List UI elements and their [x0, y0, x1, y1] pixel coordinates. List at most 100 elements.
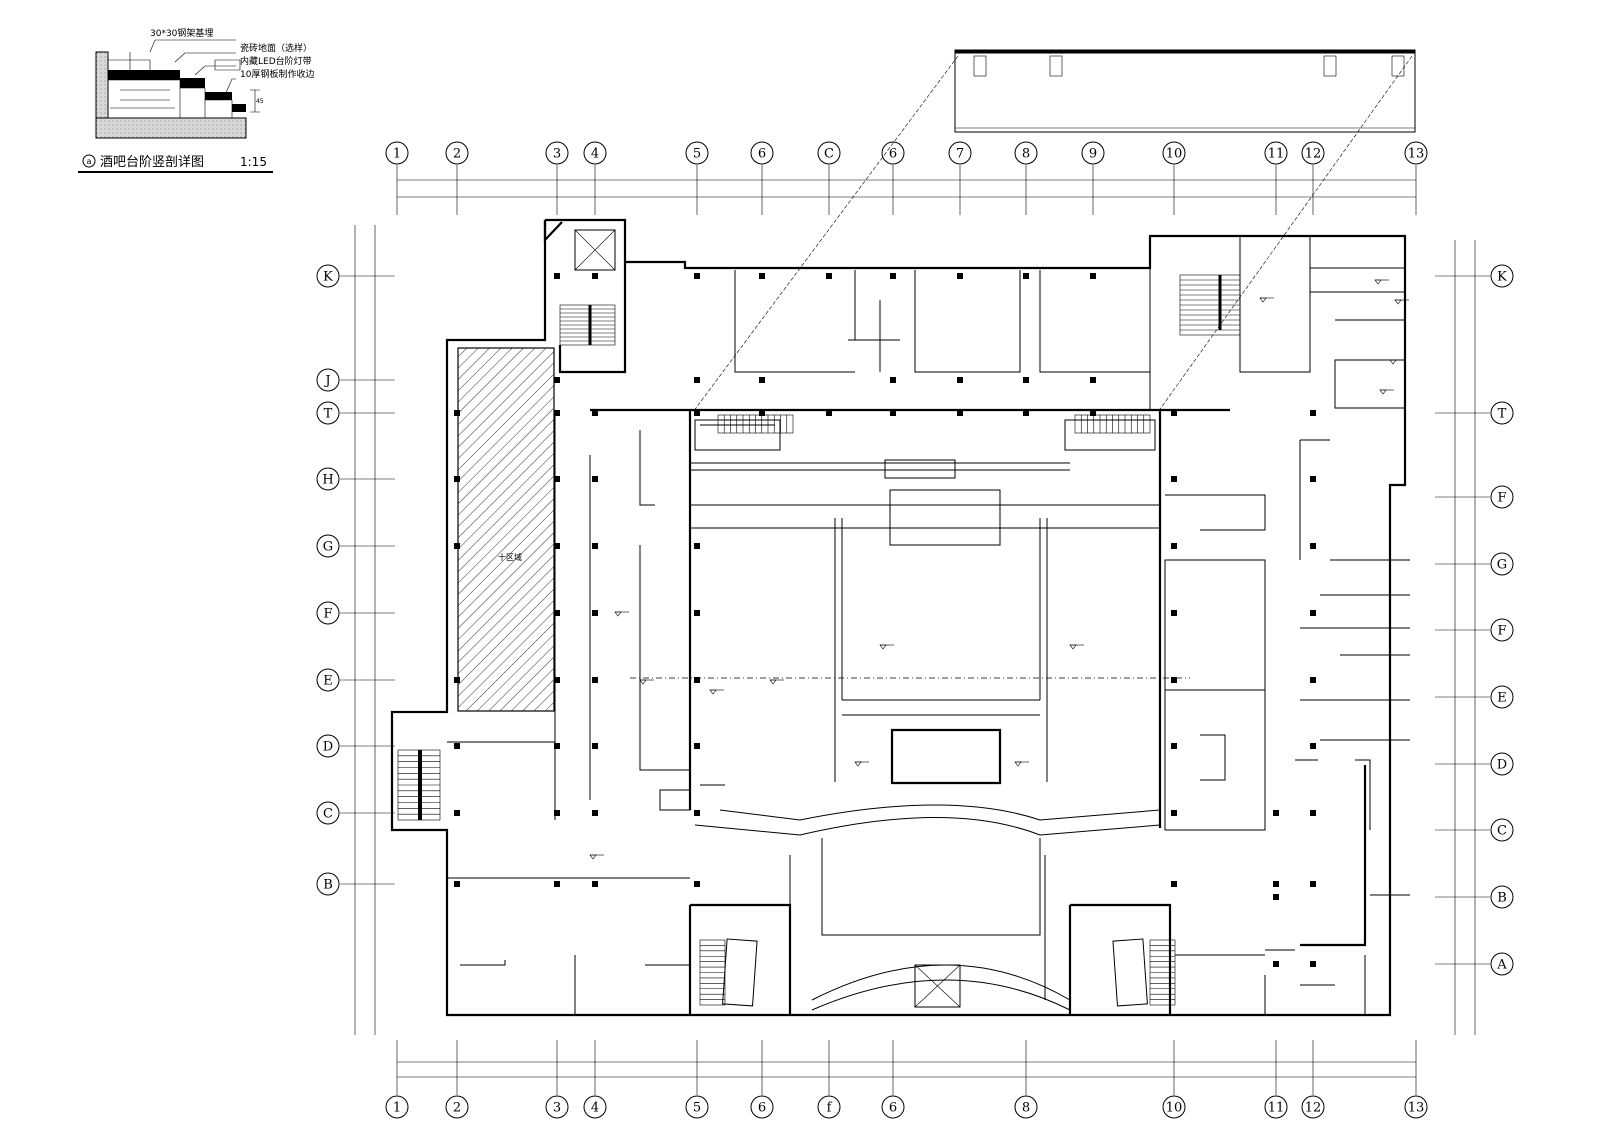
column: [759, 377, 765, 383]
level-mark: [1069, 644, 1077, 650]
grid-bubble-top-0: 1: [385, 141, 409, 165]
grid-bubble-right-4: F: [1490, 618, 1514, 642]
detail-marker: a: [87, 157, 92, 166]
column: [694, 810, 700, 816]
column: [1023, 410, 1029, 416]
level-mark: [1374, 279, 1382, 285]
column: [592, 543, 598, 549]
grid-bubble-right-3: G: [1490, 552, 1514, 576]
grid-label: F: [1497, 624, 1506, 639]
grid-label: A: [1496, 958, 1507, 973]
column: [592, 476, 598, 482]
grid-bubble-top-11: 10: [1162, 141, 1186, 165]
grid-label: 12: [1305, 1101, 1322, 1116]
grid-bubble-left-5: F: [316, 601, 340, 625]
column: [694, 543, 700, 549]
grid-bubble-bottom-12: 13: [1404, 1095, 1428, 1119]
grid-bubble-top-1: 2: [445, 141, 469, 165]
column: [890, 273, 896, 279]
level-mark: [1389, 359, 1397, 365]
grid-bubble-bottom-2: 3: [545, 1095, 569, 1119]
grid-bubble-bottom-9: 10: [1162, 1095, 1186, 1119]
grid-label: C: [824, 147, 834, 162]
column: [454, 543, 460, 549]
column: [592, 743, 598, 749]
level-mark: [1259, 297, 1267, 303]
column: [1310, 610, 1316, 616]
column: [1171, 677, 1177, 683]
grid-bubble-bottom-0: 1: [385, 1095, 409, 1119]
column: [1171, 543, 1177, 549]
stair-core-left: [397, 749, 441, 821]
grid-bubble-bottom-3: 4: [583, 1095, 607, 1119]
column: [554, 273, 560, 279]
column: [1310, 810, 1316, 816]
column: [1171, 410, 1177, 416]
svg-text:45: 45: [256, 98, 264, 105]
grid-label: E: [1497, 691, 1507, 706]
grid-bubble-bottom-10: 11: [1264, 1095, 1288, 1119]
stair-core-top-right: [1179, 274, 1241, 336]
grid-label: 12: [1305, 147, 1322, 162]
column: [759, 410, 765, 416]
note-tile-floor: 瓷砖地面（选样）: [240, 42, 312, 54]
grid-label: G: [1497, 558, 1507, 573]
column: [1310, 476, 1316, 482]
level-mark: [1394, 299, 1402, 305]
column: [592, 273, 598, 279]
column: [694, 273, 700, 279]
column: [1171, 610, 1177, 616]
grid-bubble-top-6: C: [817, 141, 841, 165]
column: [1023, 377, 1029, 383]
column: [554, 543, 560, 549]
grid-bubble-right-9: A: [1490, 952, 1514, 976]
grid-bubble-left-3: H: [316, 467, 340, 491]
column: [1023, 273, 1029, 279]
grid-bubble-bottom-6: f: [817, 1095, 841, 1119]
column: [1171, 743, 1177, 749]
level-mark: [709, 689, 717, 695]
grid-label: 7: [956, 147, 964, 162]
column: [454, 810, 460, 816]
stair-section-detail: 45 30*30钢架基埋 瓷砖地面（选样） 内藏LED台阶灯带 10厚钢板制作收…: [78, 27, 314, 173]
level-mark: [614, 611, 622, 617]
level-mark: [1379, 389, 1387, 395]
level-mark: [879, 644, 887, 650]
grid-label: G: [323, 540, 333, 555]
column: [554, 610, 560, 616]
grid-label: J: [323, 374, 330, 389]
grid-bubble-left-1: J: [316, 368, 340, 392]
grid-label: 6: [758, 147, 766, 162]
column: [694, 377, 700, 383]
grid-label: F: [323, 607, 332, 622]
column: [554, 743, 560, 749]
grid-label: 8: [1022, 1101, 1030, 1116]
column: [1310, 961, 1316, 967]
grid-bubble-top-4: 5: [685, 141, 709, 165]
column: [1273, 894, 1279, 900]
grid-label: 3: [553, 147, 561, 162]
grid-label: 13: [1408, 1101, 1425, 1116]
grid-label: C: [1497, 824, 1507, 839]
column: [890, 410, 896, 416]
grid-label: 8: [1022, 147, 1030, 162]
column: [454, 677, 460, 683]
column: [554, 881, 560, 887]
grid-bubble-top-5: 6: [750, 141, 774, 165]
column: [454, 881, 460, 887]
stair-core-top-left: [559, 229, 616, 346]
grid-label: C: [323, 807, 333, 822]
grid-bubble-left-0: K: [316, 264, 340, 288]
column: [592, 810, 598, 816]
grid-label: H: [322, 473, 333, 488]
column: [1171, 476, 1177, 482]
detail-title: 酒吧台阶竖剖详图: [100, 155, 204, 170]
grid-bubble-top-13: 12: [1301, 141, 1325, 165]
column: [957, 377, 963, 383]
column: [454, 743, 460, 749]
level-mark: [854, 761, 862, 767]
grid-bubble-right-6: D: [1490, 752, 1514, 776]
column: [554, 810, 560, 816]
grid-label: K: [323, 270, 333, 285]
